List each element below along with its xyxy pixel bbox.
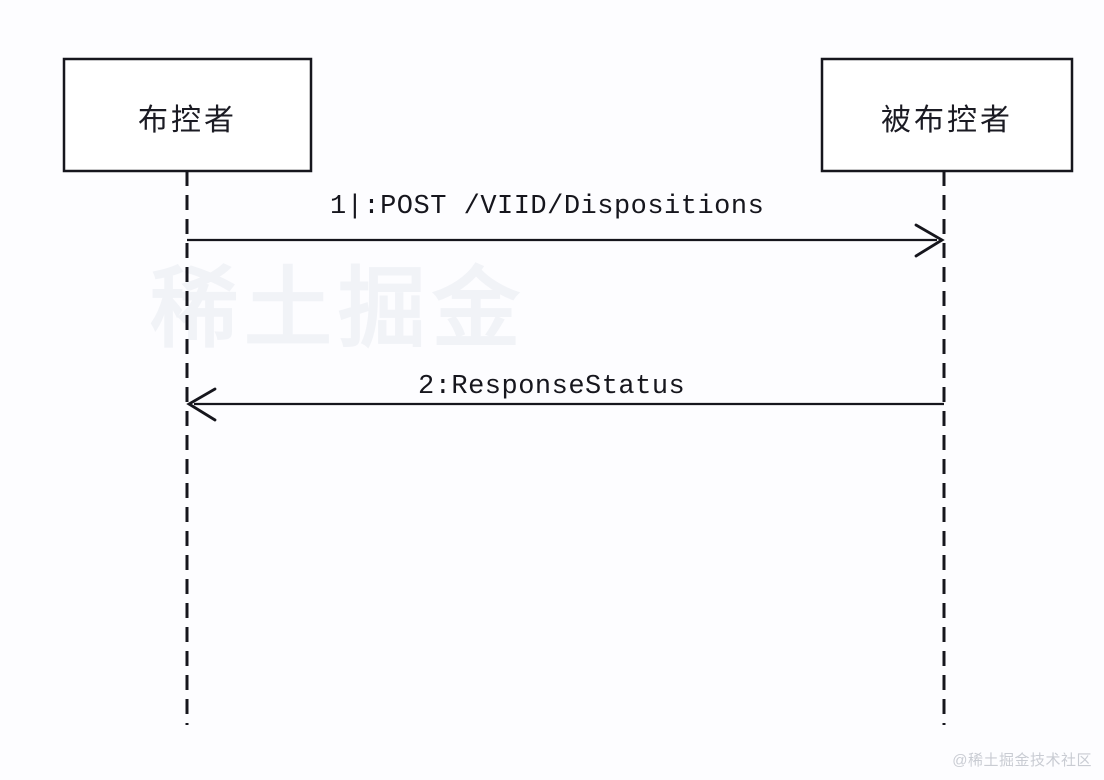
- message-1-label: 1|:POST /VIID/Dispositions: [330, 192, 764, 222]
- message-2-arrowhead-icon: [186, 387, 217, 422]
- participant-box-controlled[interactable]: [820, 57, 1074, 173]
- participant-label-controlled: 被布控者: [881, 104, 1013, 137]
- participant-controller[interactable]: 布控者: [62, 57, 313, 725]
- message-1[interactable]: 1|:POST /VIID/Dispositions: [187, 192, 945, 258]
- message-2[interactable]: 2:ResponseStatus: [186, 372, 944, 422]
- participant-label-controller: 布控者: [138, 104, 237, 137]
- message-2-label: 2:ResponseStatus: [418, 372, 685, 402]
- participant-controlled[interactable]: 被布控者: [820, 57, 1074, 725]
- participant-box-controller[interactable]: [62, 57, 313, 173]
- corner-watermark: @稀土掘金技术社区: [952, 752, 1092, 769]
- message-1-arrowhead-icon: [914, 223, 945, 258]
